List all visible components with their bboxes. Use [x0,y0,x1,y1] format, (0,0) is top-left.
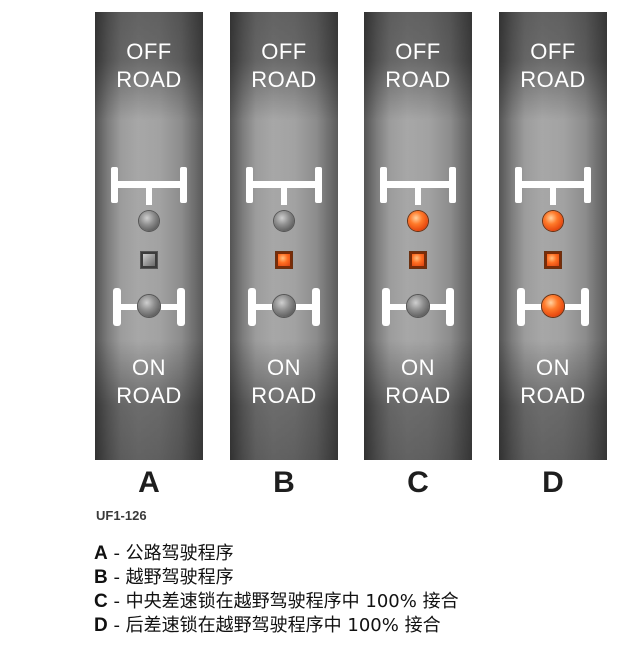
center-diff-lamp [408,211,428,231]
mode-square-lamp [545,252,561,268]
on-road-label: ON ROAD [116,355,182,408]
panel-letter-a: A [138,466,160,499]
off-road-label: OFF ROAD [116,39,182,92]
legend-item: C - 中央差速锁在越野驾驶程序中 100% 接合 [94,591,459,612]
off-road-label: OFF ROAD [251,39,317,92]
drivetrain-axle-icon [515,167,591,326]
drivetrain-axle-icon [380,167,456,326]
on-road-label: ON ROAD [251,355,317,408]
rear-diff-lamp [407,295,429,317]
off-road-label: OFF ROAD [385,39,451,92]
mode-square-lamp [410,252,426,268]
mode-square-lamp [141,252,157,268]
indicator-panel-c: OFF ROAD ON ROAD [364,12,472,460]
legend-item: A - 公路驾驶程序 [94,543,234,564]
mode-square-lamp [276,252,292,268]
off-road-label: OFF ROAD [520,39,586,92]
legend-item: B - 越野驾驶程序 [94,567,234,588]
indicator-panel-a: OFF ROAD ON ROAD [95,12,203,460]
rear-diff-lamp [273,295,295,317]
panel-letter-b: B [273,466,295,499]
center-diff-lamp [274,211,294,231]
center-diff-lamp [139,211,159,231]
panel-letter-c: C [407,466,429,499]
center-diff-lamp [543,211,563,231]
rear-diff-lamp [138,295,160,317]
rear-diff-lamp [542,295,564,317]
panel-letter-d: D [542,466,564,499]
on-road-label: ON ROAD [520,355,586,408]
figure-code: UF1-126 [96,508,147,523]
indicator-panel-d: OFF ROAD ON ROAD [499,12,607,460]
drivetrain-axle-icon [246,167,322,326]
drivetrain-axle-icon [111,167,187,326]
on-road-label: ON ROAD [385,355,451,408]
legend: A - 公路驾驶程序 B - 越野驾驶程序 C - 中央差速锁在越野驾驶程序中 … [94,542,459,638]
indicator-panel-b: OFF ROAD ON ROAD [230,12,338,460]
legend-item: D - 后差速锁在越野驾驶程序中 100% 接合 [94,615,441,636]
